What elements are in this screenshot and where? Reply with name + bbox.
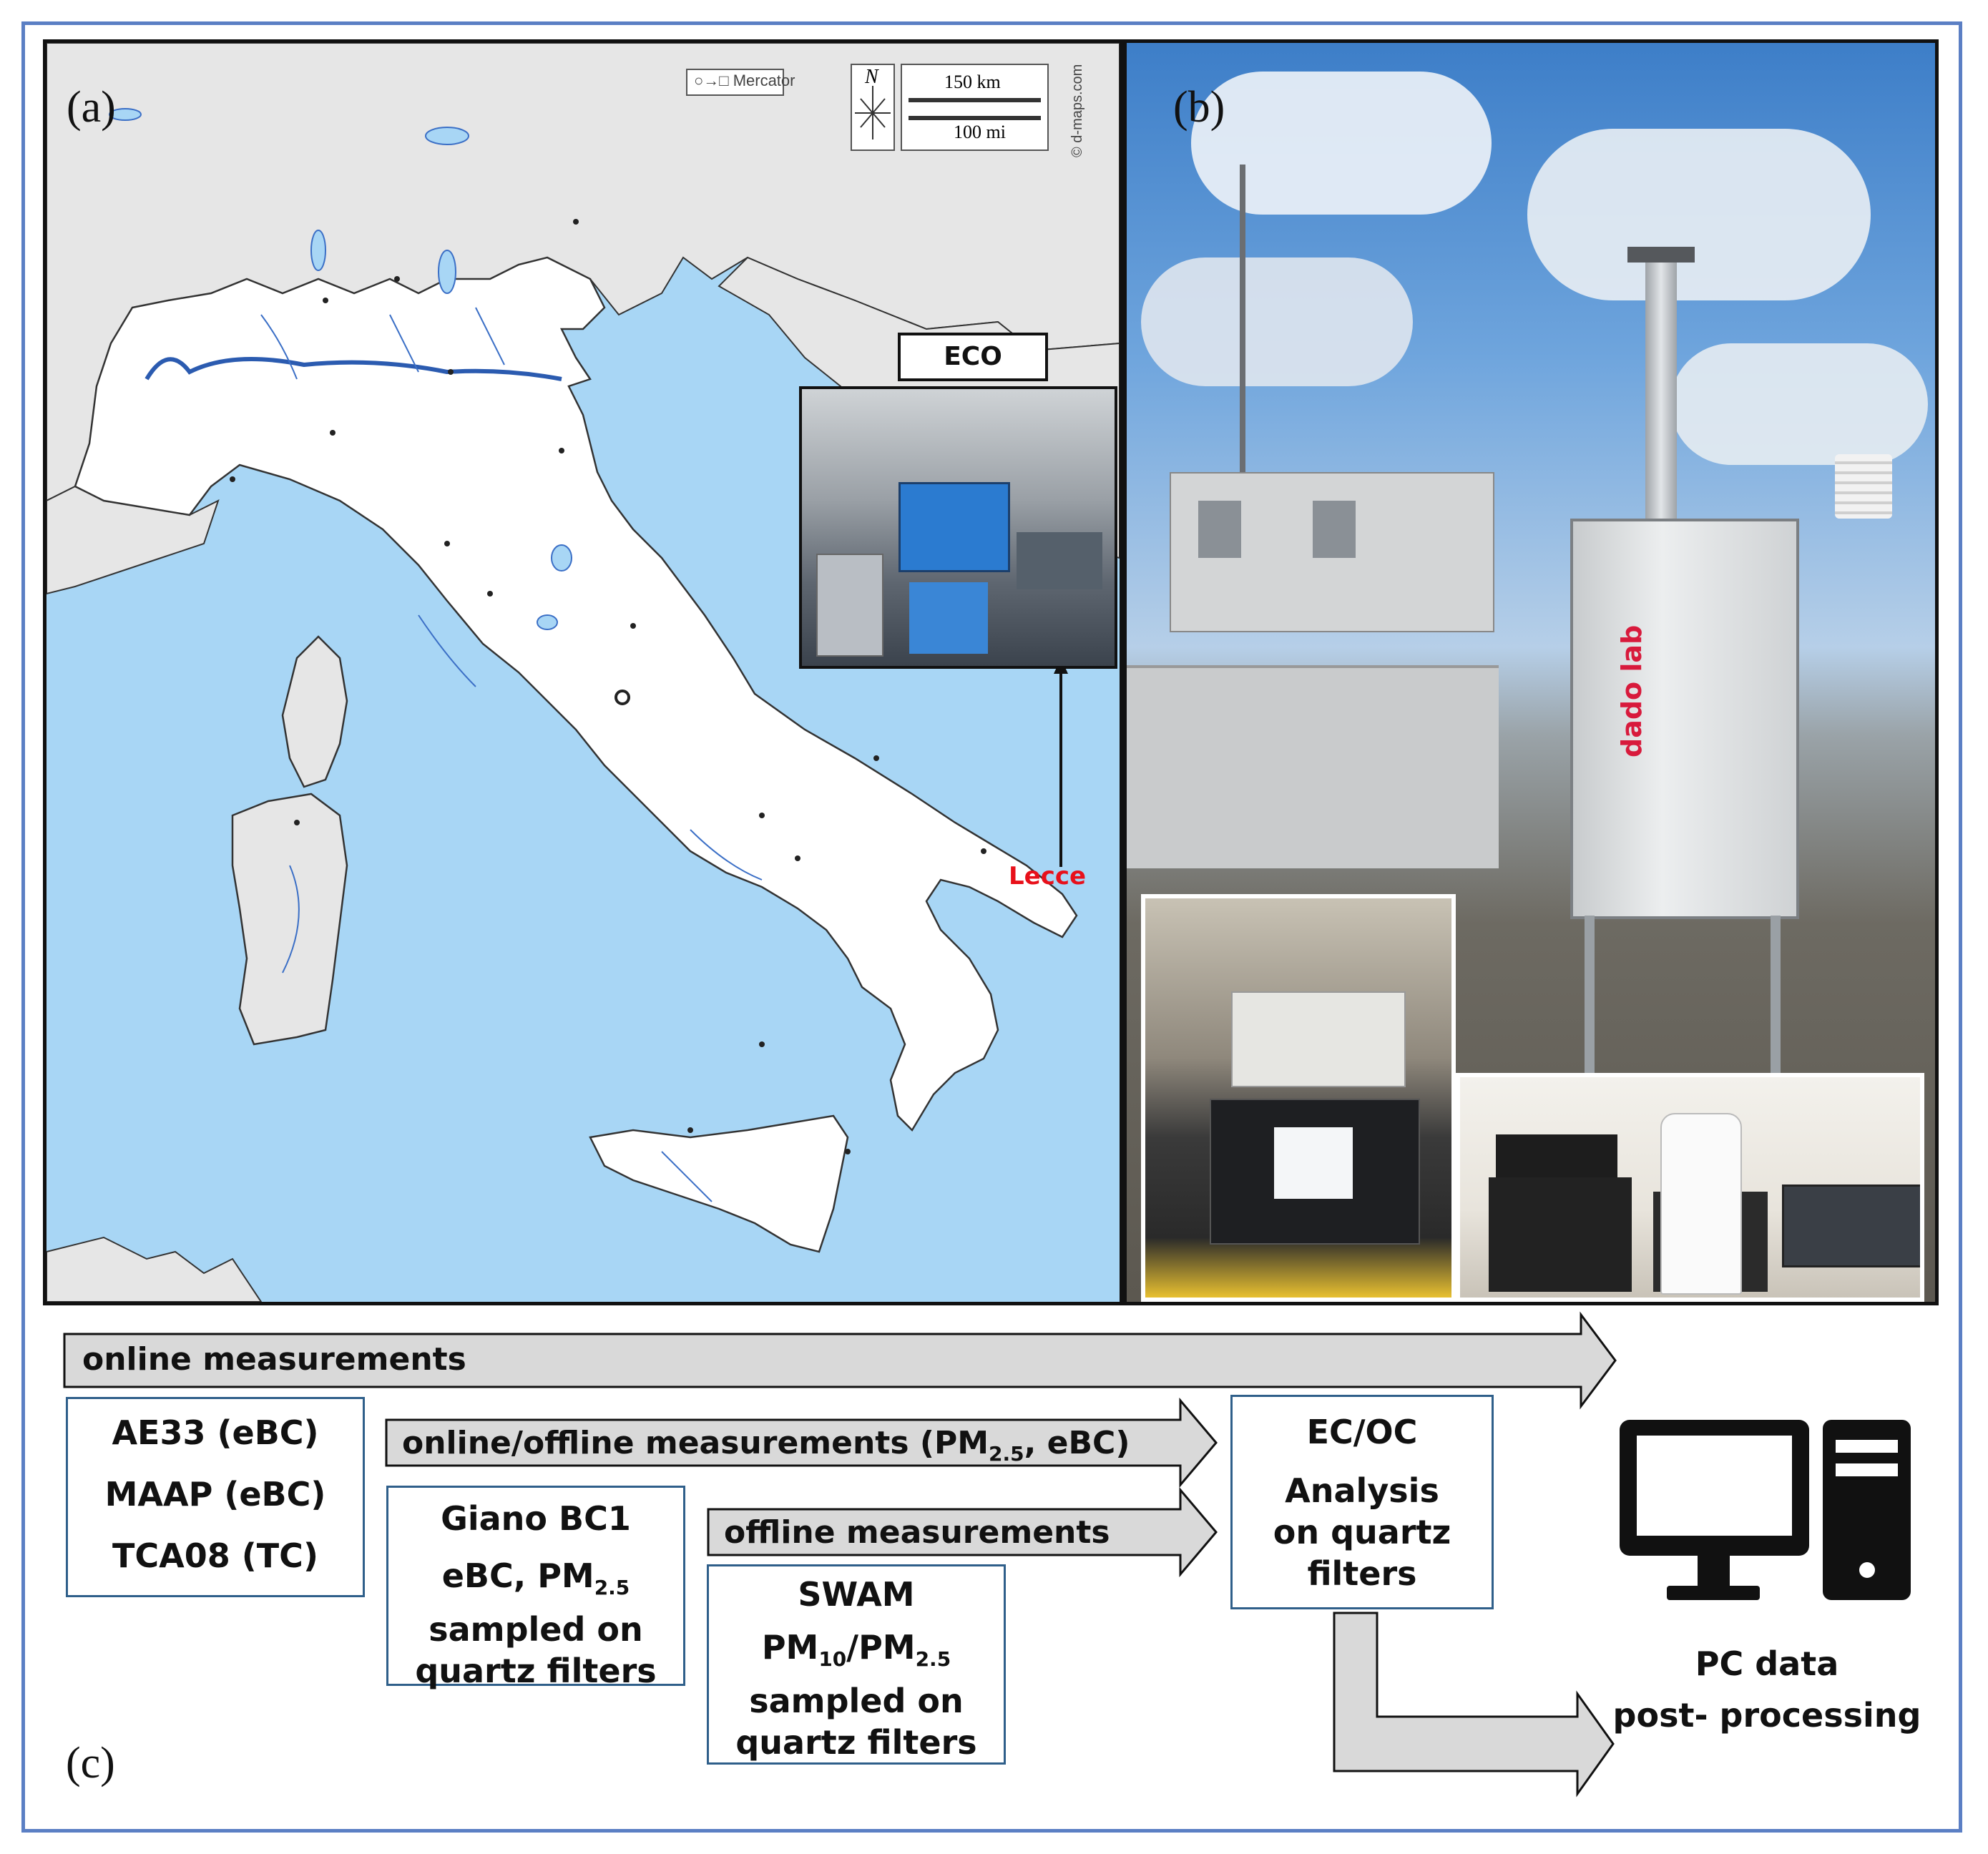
pc-label-line1: PC data	[1695, 1644, 1839, 1683]
eco-title-box: ECO	[898, 333, 1048, 381]
arrow-online-offline	[385, 1397, 1218, 1488]
compass-letter: N	[865, 66, 878, 88]
panel-b-photo: dado lab (b)	[1123, 39, 1939, 1305]
giano-line4: quartz filters	[415, 1652, 657, 1690]
swam-cabinet: dado lab	[1570, 519, 1799, 919]
pc-label-line2: post- processing	[1612, 1696, 1921, 1735]
inset-photo-ecoc	[1456, 1073, 1924, 1302]
scale-label-mi: 100 mi	[954, 122, 1006, 142]
ecoc-line3: on quartz	[1273, 1513, 1451, 1551]
italy-mainland	[74, 256, 1078, 1132]
eco-photo	[799, 386, 1117, 669]
panel-a-label: (a)	[67, 83, 116, 132]
ecoc-title: EC/OC	[1306, 1413, 1418, 1451]
arrow-offline	[707, 1486, 1218, 1578]
projection-box	[686, 69, 784, 96]
computer-icon	[1620, 1420, 1911, 1600]
panel-b-label: (b)	[1173, 83, 1225, 132]
box-ecoc: EC/OC Analysis on quartz filters	[1230, 1395, 1494, 1609]
swam-line2: PM10/PM2.5	[761, 1628, 951, 1671]
giano-line2: eBC, PM2.5	[441, 1556, 630, 1599]
box-online-instruments: AE33 (eBC) MAAP (eBC) TCA08 (TC)	[66, 1397, 365, 1597]
scale-box	[901, 64, 1049, 151]
inset-photo-giano	[1141, 894, 1456, 1302]
sardinia	[231, 793, 348, 1046]
instrument-maap: MAAP (eBC)	[104, 1475, 326, 1514]
scale-label-km: 150 km	[944, 72, 1001, 92]
box-swam: SWAM PM10/PM2.5 sampled on quartz filter…	[707, 1564, 1006, 1765]
giano-line3: sampled on	[429, 1610, 643, 1649]
rome-marker	[614, 690, 630, 705]
giano-title: Giano BC1	[441, 1499, 631, 1538]
arrow-online	[63, 1311, 1617, 1410]
ecoc-line4: filters	[1307, 1554, 1417, 1593]
swam-line4: quartz filters	[735, 1723, 977, 1762]
arrow-online-label: online measurements	[82, 1341, 466, 1378]
neighbor-land-south	[46, 1236, 263, 1302]
corsica	[281, 635, 348, 788]
figure-frame	[21, 21, 1962, 1833]
box-giano: Giano BC1 eBC, PM2.5 sampled on quartz f…	[386, 1486, 685, 1690]
projection-label: ○→□ Mercator	[694, 72, 795, 89]
pc-label: PC data post- processing	[1588, 1638, 1946, 1741]
instrument-tca08: TCA08 (TC)	[112, 1536, 318, 1575]
site-label-lecce: Lecce	[1009, 862, 1087, 891]
instrument-ae33: AE33 (eBC)	[112, 1413, 319, 1452]
arrow-offline-label: offline measurements	[724, 1514, 1110, 1551]
ecoc-line2: Analysis	[1285, 1471, 1439, 1510]
swam-line3: sampled on	[749, 1682, 964, 1720]
panel-a-map: ECO ○→□ Mercator N 150 km 100 mi © d-map…	[43, 39, 1123, 1305]
panel-c-label: (c)	[66, 1739, 115, 1787]
arrow-ecoc-to-pc	[1333, 1612, 1615, 1797]
po-river	[145, 357, 562, 381]
swam-title: SWAM	[798, 1575, 915, 1614]
sicily	[589, 1114, 849, 1253]
arrow-online-offline-label: online/offline measurements (PM2.5, eBC)	[402, 1425, 1130, 1466]
